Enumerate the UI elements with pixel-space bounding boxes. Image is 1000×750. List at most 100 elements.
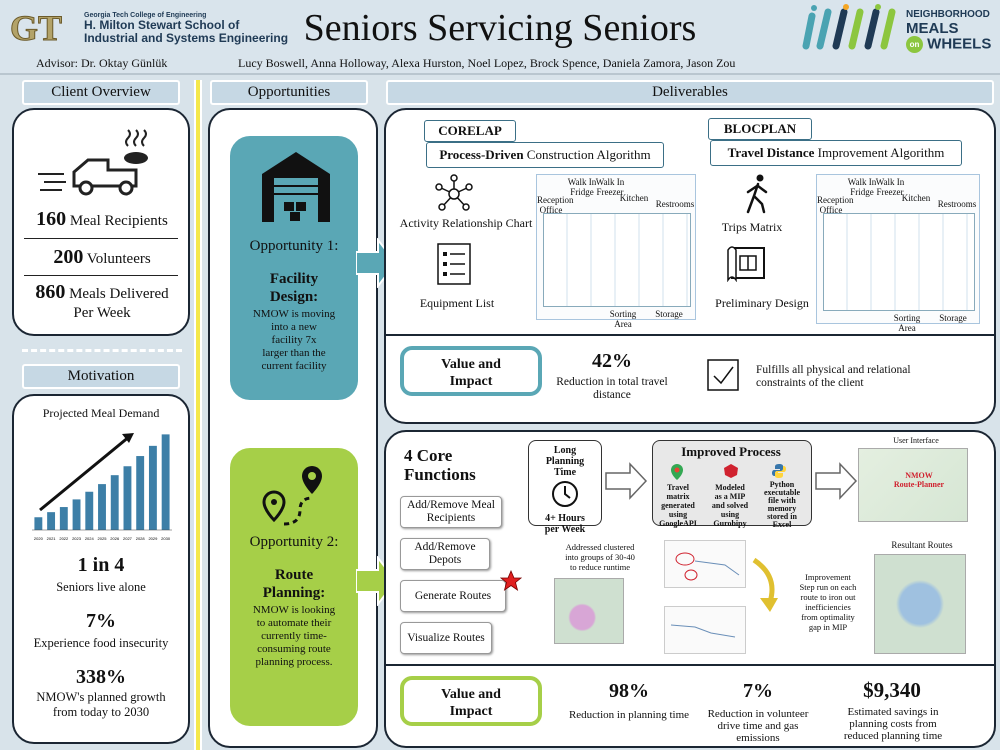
resultant-routes-label: Resultant Routes: [891, 540, 953, 550]
fact-food-insecurity-label: Experience food insecurity: [33, 636, 169, 650]
section-separator: [22, 349, 182, 352]
arrow-right-icon: [815, 462, 858, 500]
opportunities-label: Opportunities: [210, 80, 368, 105]
equipment-list-label: Equipment List: [419, 296, 495, 310]
demand-tick-label: 2030: [161, 536, 171, 541]
demand-bar: [72, 499, 81, 530]
corelap-desc: Process-Driven Construction Algorithm: [426, 142, 664, 168]
route-divider: [386, 664, 994, 666]
opportunity-facility-box: Opportunity 1: Facility Design: NMOW is …: [228, 134, 360, 402]
clock-icon: [552, 481, 578, 507]
stat-volunteers: 200 Volunteers: [53, 246, 151, 268]
demand-tick-label: 2026: [110, 536, 120, 541]
gurobi-icon: [724, 464, 738, 478]
function-add-remove-recipients: Add/Remove Meal Recipients: [400, 496, 502, 528]
arrow-right-icon: [605, 462, 648, 500]
trend-arrow: [39, 434, 131, 512]
delivery-truck-icon: [38, 129, 148, 196]
fact-growth-label: NMOW's planned growth from today to 2030: [36, 690, 166, 719]
route-value-desc: Reduction in planning time: [568, 709, 690, 721]
demand-bar: [34, 517, 43, 530]
opportunity-1-title: Opportunity 1:: [249, 238, 339, 254]
demand-bar: [123, 466, 132, 530]
blueprint-icon: [727, 246, 765, 282]
check-desc: Fulfills all physical and relational con…: [756, 364, 911, 389]
route-deliverable-card: 4 Core Functions Add/Remove Meal Recipie…: [384, 430, 996, 748]
opportunity-1-subtitle: Facility Design:: [269, 271, 319, 305]
function-generate-routes: Generate Routes: [400, 580, 506, 612]
demand-bar: [148, 445, 157, 530]
function-visualize-routes: Visualize Routes: [400, 622, 492, 654]
column-divider: [194, 80, 202, 750]
client-overview-label: Client Overview: [22, 80, 180, 105]
poster-header: GT Georgia Tech College of Engineering H…: [0, 0, 1000, 75]
google-maps-icon: [671, 464, 683, 480]
checklist-icon: [437, 243, 471, 285]
route-pin-icon: [262, 466, 322, 526]
chart-title: Projected Meal Demand: [42, 406, 160, 420]
demand-bar: [85, 491, 94, 530]
opportunity-route-box: Opportunity 2: Route Planning: NMOW is l…: [228, 446, 360, 728]
advisor-text: Advisor: Dr. Oktay Günlük: [36, 56, 168, 70]
core-functions-title: 4 Core Functions: [404, 446, 476, 484]
mow-logo-text: NEIGHBORHOOD MEALS on WHEELS: [906, 9, 992, 53]
demand-tick-label: 2024: [85, 536, 95, 541]
resultant-routes-map: [874, 554, 966, 654]
stat-divider: [24, 275, 178, 276]
demand-tick-label: 2021: [47, 536, 57, 541]
stat-meals-delivered: 860 Meals Delivered Per Week: [35, 281, 169, 321]
blocplan-label: BLOCPLAN: [708, 118, 812, 140]
curved-arrow-icon: [752, 557, 778, 612]
demand-tick-label: 2027: [123, 536, 133, 541]
facility-deliverable-card: CORELAP Process-Driven Construction Algo…: [384, 108, 996, 424]
deliverables-label: Deliverables: [386, 80, 994, 105]
fact-food-insecurity-num: 7%: [86, 610, 116, 632]
corelap-label: CORELAP: [424, 120, 516, 142]
function-add-remove-depots: Add/Remove Depots: [400, 538, 490, 570]
cluster-map-image: [554, 578, 624, 644]
stat-divider: [24, 238, 178, 239]
gt-logo-icon: GT: [10, 10, 63, 44]
facility-divider: [386, 334, 994, 336]
demand-bar: [161, 434, 170, 530]
blocplan-desc: Travel Distance Improvement Algorithm: [710, 140, 962, 166]
savings-amount: $9,340: [863, 678, 921, 702]
client-overview-card: 160 Meal Recipients 200 Volunteers 860 M…: [12, 108, 190, 336]
opportunity-2-title: Opportunity 2:: [249, 534, 339, 550]
savings-desc: Estimated savings in planning costs from…: [843, 706, 943, 742]
gt-school-name: Georgia Tech College of Engineering H. M…: [84, 12, 289, 45]
facility-value-pct: 42%: [592, 350, 632, 372]
walking-person-icon: [746, 174, 768, 214]
demand-bar: [110, 475, 119, 530]
route-sketch-2: [664, 606, 746, 654]
trend-arrow-head: [122, 433, 134, 443]
authors-text: Lucy Boswell, Anna Holloway, Alexa Hurst…: [238, 56, 736, 70]
floor-plan-blocplan: Walk In Fridge Walk In Freezer Reception…: [816, 174, 980, 333]
preliminary-design-label: Preliminary Design: [715, 296, 809, 310]
demand-tick-label: 2023: [72, 536, 82, 541]
warehouse-icon: [262, 152, 330, 222]
mow-logo-icon: [802, 4, 896, 50]
demand-bar: [136, 456, 145, 530]
opportunity-1-desc: NMOW is moving into a new facility 7x la…: [252, 308, 336, 372]
fact-growth-num: 338%: [76, 666, 126, 688]
opportunities-card: Opportunity 1: Facility Design: NMOW is …: [208, 108, 378, 748]
network-icon: [435, 174, 473, 211]
demand-bar: [98, 484, 106, 530]
route-sketch-1: [664, 540, 746, 588]
demand-tick-label: 2022: [59, 536, 69, 541]
route-value-impact-label: Value and Impact: [400, 676, 542, 726]
floor-plan-corelap: Walk In Fridge Walk In Freezer Reception…: [536, 174, 696, 329]
drive-time-desc: Reduction in volunteer drive time and ga…: [707, 708, 809, 744]
demand-bar: [47, 512, 56, 530]
demand-bar: [59, 507, 68, 530]
facility-value-desc: Reduction in total travel distance: [556, 376, 668, 401]
user-interface-label: User Interface: [893, 436, 939, 445]
poster-title: Seniors Servicing Seniors: [303, 7, 697, 49]
route-planner-screenshot: NMOW Route-Planner: [858, 448, 968, 522]
demand-tick-label: 2025: [98, 536, 108, 541]
fact-live-alone-label: Seniors live alone: [56, 580, 146, 594]
